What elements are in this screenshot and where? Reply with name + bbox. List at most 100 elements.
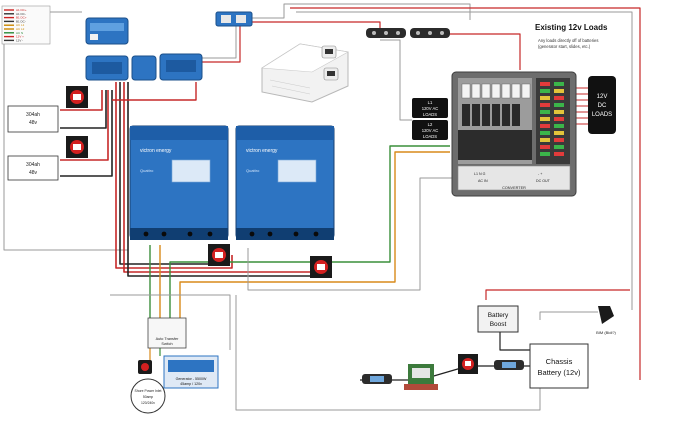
inverter-2: victron energy Quattro [235, 125, 335, 240]
inverter-1-model: Quattro [140, 168, 154, 173]
breaker-row-2 [462, 104, 520, 126]
converter-panel: L1 N G AC IN - + DC OUT CONVERTER [451, 71, 577, 197]
victron-lynx-3 [159, 53, 203, 81]
ac-l2-line3: LOADS [423, 134, 437, 139]
generator: Generator - 5500W 45amp / 120v [163, 355, 219, 389]
legend-label: A1 DC- [16, 12, 26, 16]
ac-thermostat-1[interactable] [321, 45, 337, 59]
fuse [554, 117, 564, 121]
converter-dc-out: DC OUT [536, 179, 551, 183]
ac-l2-line1: L2 [428, 122, 433, 127]
fuse [540, 89, 550, 93]
fuse [540, 103, 550, 107]
wire-grey-mid [247, 177, 460, 291]
wire-red-bat1 [60, 90, 103, 111]
shore-line3: 120/240v [141, 401, 155, 405]
chassis-switch[interactable] [458, 354, 478, 374]
ac-thermostat-2[interactable] [323, 67, 339, 81]
inverter-2-brand: victron energy [246, 148, 278, 154]
wire-top-grey-2 [296, 11, 633, 310]
inverter-1: victron energy Quattro [129, 125, 229, 240]
existing-loads-title: Existing 12v Loads [535, 23, 608, 32]
existing-loads-note-2: (generator start, slides, etc.) [538, 44, 591, 49]
wire-shunt-to-box [442, 33, 521, 70]
battery-2-voltage: 48v [29, 170, 38, 176]
fuse [540, 82, 550, 86]
auto-transfer-switch: Auto Transfer Switch [147, 317, 187, 349]
legend-label: AC N [16, 31, 23, 35]
legend-label: A1 DC+ [16, 8, 27, 12]
inverter-switch-1[interactable] [208, 244, 230, 266]
chassis-battery-line2: Battery (12v) [538, 368, 581, 377]
chassis-battery: Chassis Battery (12v) [529, 343, 589, 389]
wire-red-main-3 [112, 82, 197, 101]
dc-loads-line3: LOADS [592, 112, 612, 118]
fuse [554, 110, 564, 114]
victron-lynx-2 [131, 55, 157, 81]
wire-black-main-2 [127, 82, 322, 277]
fuse [554, 124, 564, 128]
wire-red-main-2 [123, 82, 320, 273]
converter-label: CONVERTER [502, 186, 526, 190]
wire-top-red [180, 21, 381, 63]
wire-ac-green [169, 145, 450, 318]
inverter-2-model: Quattro [246, 168, 260, 173]
fuse [540, 117, 550, 121]
battery-boost: Battery Boost [477, 305, 519, 333]
fuse [540, 96, 550, 100]
legend-label: AC L1 [16, 23, 25, 27]
victron-small-top [215, 11, 253, 27]
bim-relay: BIM (Bidi?) [596, 306, 617, 335]
converter-dc-out-terms: - + [538, 172, 542, 176]
shore-line2: 50amp [143, 395, 153, 399]
inline-fuse-1 [362, 374, 392, 384]
generator-line1: Generator - 5500W [176, 377, 207, 381]
dc-loads-line2: DC [598, 103, 607, 109]
fuse [540, 152, 550, 156]
inverter-switch-2[interactable] [310, 256, 332, 278]
ac-l1-line1: L1 [428, 100, 433, 105]
fuse [554, 152, 564, 156]
chassis-battery-line1: Chassis [546, 357, 573, 366]
existing-loads-note-1: Any loads directly off of batteries [538, 38, 598, 43]
battery-boost-line1: Battery [488, 312, 509, 319]
ac-l1-line2: 120V AC [422, 106, 439, 111]
wire-top-grey [190, 3, 471, 59]
bim-label: BIM (Bidi?) [596, 330, 616, 335]
wire-black-bat1 [60, 90, 107, 129]
ac-loads-l2: L2 120V AC LOADS [412, 120, 448, 140]
shore-line1: Shore Power Inlet [135, 389, 162, 393]
breaker-row [461, 83, 531, 99]
legend-label: AC L2 [16, 27, 25, 31]
legend-label: B1 DC+ [16, 16, 27, 20]
fuse [540, 145, 550, 149]
shore-inlet-switch[interactable] [138, 360, 152, 374]
wire-black-bat2 [60, 90, 113, 177]
fuse [554, 96, 564, 100]
ac-l1-line3: LOADS [423, 112, 437, 117]
converter-ac-in-terms: L1 N G [474, 172, 486, 176]
dc-loads-label: 12V DC LOADS [588, 76, 616, 134]
wire-grey-bottom [235, 295, 541, 411]
battery-switch-1[interactable] [66, 86, 88, 108]
wire-layer [3, 3, 641, 411]
fuse [554, 131, 564, 135]
battery-1: 304ah 48v [7, 105, 59, 133]
fuse [554, 89, 564, 93]
fuse [540, 131, 550, 135]
battery-2: 304ah 48v [7, 155, 59, 181]
fuse [540, 110, 550, 114]
ac-l2-line2: 120V AC [422, 128, 439, 133]
ats-line2: Switch [161, 342, 172, 346]
battery-switch-2[interactable] [66, 136, 88, 158]
generator-line2: 45amp / 120v [180, 382, 202, 386]
ac-loads-l1: L1 120V AC LOADS [412, 98, 448, 118]
fuse [554, 82, 564, 86]
dc-loads-line1: 12V [597, 94, 608, 100]
fuse [540, 124, 550, 128]
wire-top-red-2 [290, 7, 641, 380]
ats-line1: Auto Transfer [156, 337, 180, 341]
wire-bim [539, 311, 598, 320]
